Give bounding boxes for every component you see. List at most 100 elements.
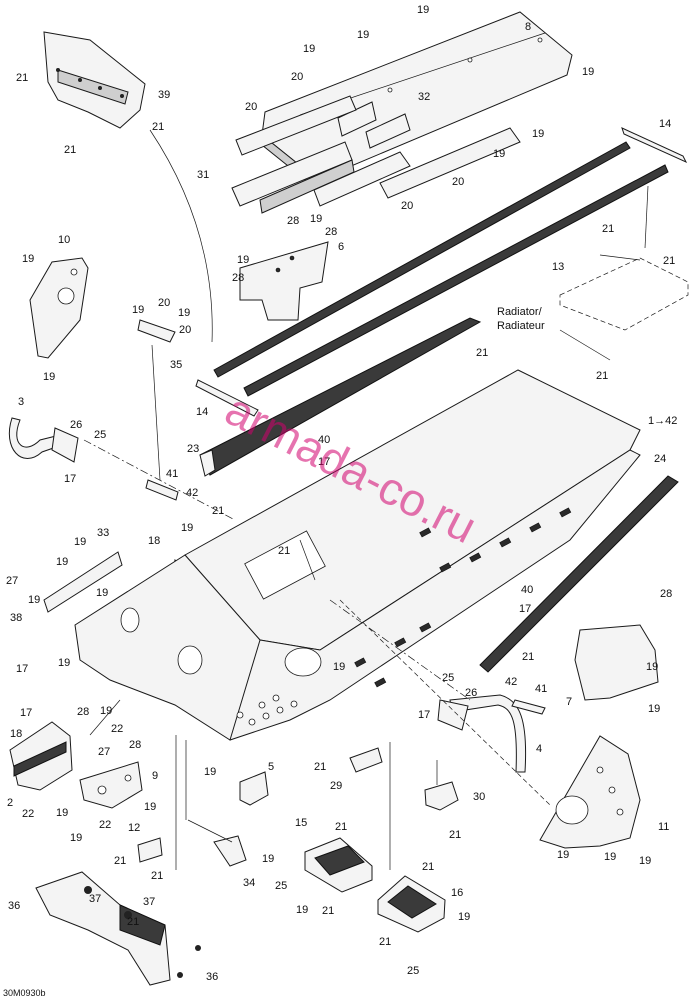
callout-40: 40: [521, 584, 533, 596]
callout-20: 20: [452, 176, 464, 188]
part-6-bracket: [239, 241, 329, 321]
part-39-plate: [43, 31, 146, 129]
part-34-bracket: [213, 835, 247, 867]
callout-25: 25: [94, 429, 106, 441]
callout-21: 21: [278, 545, 290, 557]
callout-20: 20: [179, 324, 191, 336]
callout-37: 37: [143, 896, 155, 908]
callout-20: 20: [158, 297, 170, 309]
callout-34: 34: [243, 877, 255, 889]
callout-21: 21: [663, 255, 675, 267]
callout-19: 19: [417, 4, 429, 16]
callout-29: 29: [330, 780, 342, 792]
callout-19: 19: [296, 904, 308, 916]
part-14-bar-right: [621, 127, 688, 164]
callout-36: 36: [8, 900, 20, 912]
callout-14: 14: [659, 118, 671, 130]
callout-35: 35: [170, 359, 182, 371]
callout-21: 21: [449, 829, 461, 841]
callout-13: 13: [552, 261, 564, 273]
callout-32: 32: [418, 91, 430, 103]
callout-6: 6: [338, 241, 344, 253]
part-23-rail: [199, 317, 482, 477]
callout-26: 26: [70, 419, 82, 431]
callout-21: 21: [602, 223, 614, 235]
callout-15: 15: [295, 817, 307, 829]
callout-19: 19: [96, 587, 108, 599]
callout-11: 11: [658, 821, 669, 833]
callout-21: 21: [16, 72, 28, 84]
callout-37: 37: [89, 893, 101, 905]
callout-19: 19: [181, 522, 193, 534]
callout-19: 19: [357, 29, 369, 41]
callout-14: 14: [196, 406, 208, 418]
callout-21: 21: [64, 144, 76, 156]
callout-21: 21: [127, 916, 139, 928]
callout-20: 20: [245, 101, 257, 113]
part-20-plate: [235, 95, 357, 156]
callout-41: 41: [166, 468, 178, 480]
part-33-plate: [43, 551, 123, 613]
part-4-hose: [437, 694, 527, 773]
callout-17: 17: [418, 709, 430, 721]
part-5-bracket: [239, 771, 269, 806]
callout-19: 19: [604, 851, 616, 863]
callout-21: 21: [379, 936, 391, 948]
callout-3: 3: [18, 396, 24, 408]
part-11-plate: [539, 735, 641, 849]
callout-19: 19: [582, 66, 594, 78]
callout-19: 19: [28, 594, 40, 606]
callout-39: 39: [158, 89, 170, 101]
part-41-right-clip: [511, 699, 546, 715]
callout-19: 19: [646, 661, 658, 673]
callout-36: 36: [206, 971, 218, 983]
callout-19: 19: [22, 253, 34, 265]
part-15-footrest: [304, 837, 373, 893]
part-20-lower-strip: [313, 127, 521, 207]
callout-38: 38: [10, 612, 22, 624]
part-12-bracket: [137, 837, 163, 863]
part-1-tunnel: [74, 369, 641, 741]
callout-28: 28: [287, 215, 299, 227]
callout-19: 19: [74, 536, 86, 548]
callout-17: 17: [519, 603, 531, 615]
part-32-brackets: [337, 101, 411, 149]
part-14-bar-left: [195, 379, 259, 417]
callout-19: 19: [56, 807, 68, 819]
callout-42: 42: [505, 676, 517, 688]
callout-21: 21: [151, 870, 163, 882]
callout-28: 28: [660, 588, 672, 600]
callout-27: 27: [6, 575, 18, 587]
part-2-bracket: [9, 721, 73, 791]
callout-28: 28: [325, 226, 337, 238]
callout-21: 21: [422, 861, 434, 873]
callout-17: 17: [64, 473, 76, 485]
callout-33: 33: [97, 527, 109, 539]
callout-19: 19: [237, 254, 249, 266]
callout-30: 30: [473, 791, 485, 803]
radiator-outline: [559, 254, 689, 331]
radiator-label-line2: Radiateur: [497, 320, 545, 332]
part-24-rail: [479, 475, 679, 673]
callout-16: 16: [451, 887, 463, 899]
part-13-rails: [213, 141, 669, 397]
callout-28: 28: [232, 272, 244, 284]
callout-4: 4: [536, 743, 542, 755]
part-7-bracket: [574, 624, 659, 701]
callout-28: 28: [129, 739, 141, 751]
callout-19: 19: [100, 705, 112, 717]
part-3-hose: [8, 417, 79, 463]
callout-19: 19: [144, 801, 156, 813]
callout-20: 20: [291, 71, 303, 83]
callout-22: 22: [99, 819, 111, 831]
callout-19: 19: [58, 657, 70, 669]
figure-reference-code: 30M0930b: [3, 988, 46, 998]
callout-19: 19: [493, 148, 505, 160]
callout-25: 25: [442, 672, 454, 684]
callout-21: 21: [314, 761, 326, 773]
callout-40: 40: [318, 434, 330, 446]
callout-21: 21: [522, 651, 534, 663]
callout-19: 19: [458, 911, 470, 923]
callout-41: 41: [535, 683, 547, 695]
